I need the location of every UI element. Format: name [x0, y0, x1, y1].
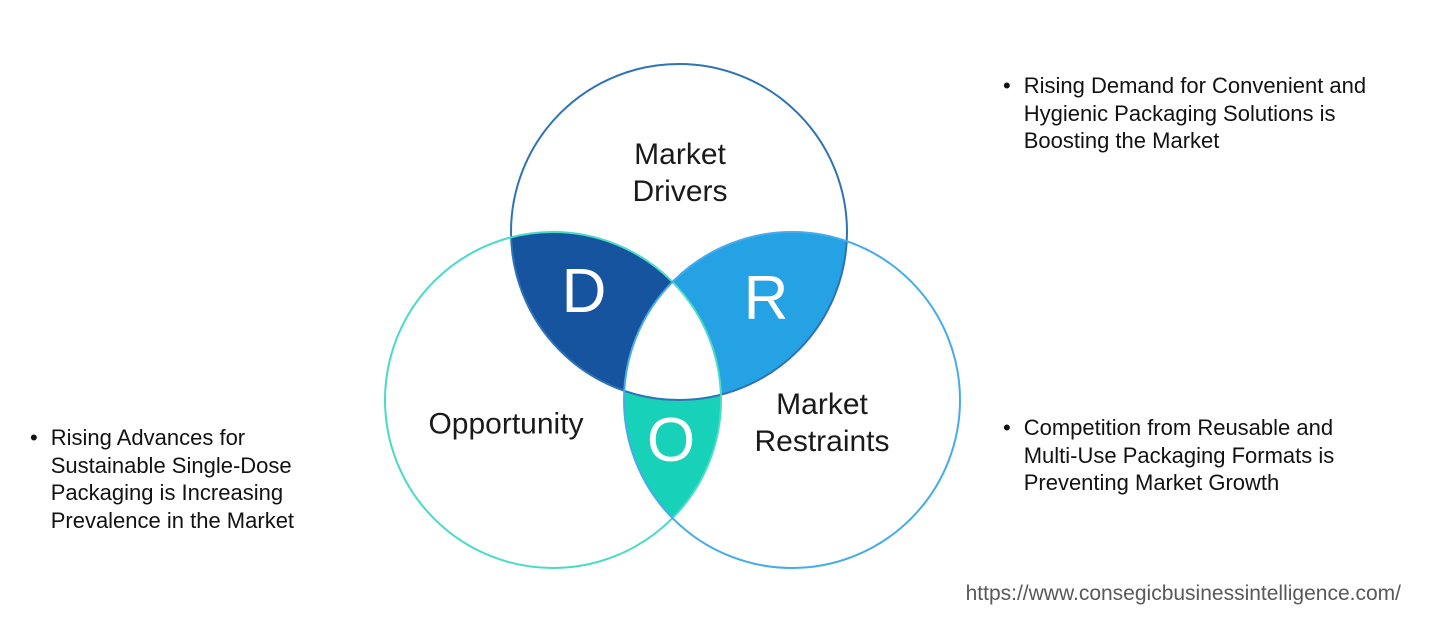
annotation-opportunity: • Rising Advances for Sustainable Single… — [30, 424, 294, 534]
label-market-restraints: Market Restraints — [754, 388, 890, 458]
lens-letter-d: D — [561, 257, 607, 326]
annotation-driver: • Rising Demand for Convenient and Hygie… — [1003, 72, 1366, 155]
annotation-opportunity-text: Rising Advances for Sustainable Single-D… — [50, 425, 295, 533]
circle-restraints-outline — [623, 231, 961, 569]
lens-letter-o: O — [646, 406, 696, 475]
circle-opportunity-outline — [384, 231, 722, 569]
lens-letter-r: R — [743, 264, 789, 333]
annotation-restraint: • Competition from Reusable and Multi-Us… — [1003, 414, 1334, 497]
label-opportunity: Opportunity — [428, 407, 584, 441]
circle-drivers-outline — [510, 63, 848, 401]
label-market-drivers: Market Drivers — [632, 138, 728, 208]
annotation-driver-text: Rising Demand for Convenient and Hygieni… — [1023, 73, 1367, 153]
lens-drivers-opportunity — [511, 232, 721, 400]
lens-drivers-restraints — [624, 232, 847, 400]
bullet-icon: • — [1003, 415, 1011, 440]
bullet-icon: • — [1003, 73, 1011, 98]
source-url-link[interactable]: https://www.consegicbusinessintelligence… — [965, 582, 1401, 605]
bullet-icon: • — [30, 425, 38, 450]
annotation-restraint-text: Competition from Reusable and Multi-Use … — [1023, 415, 1335, 495]
